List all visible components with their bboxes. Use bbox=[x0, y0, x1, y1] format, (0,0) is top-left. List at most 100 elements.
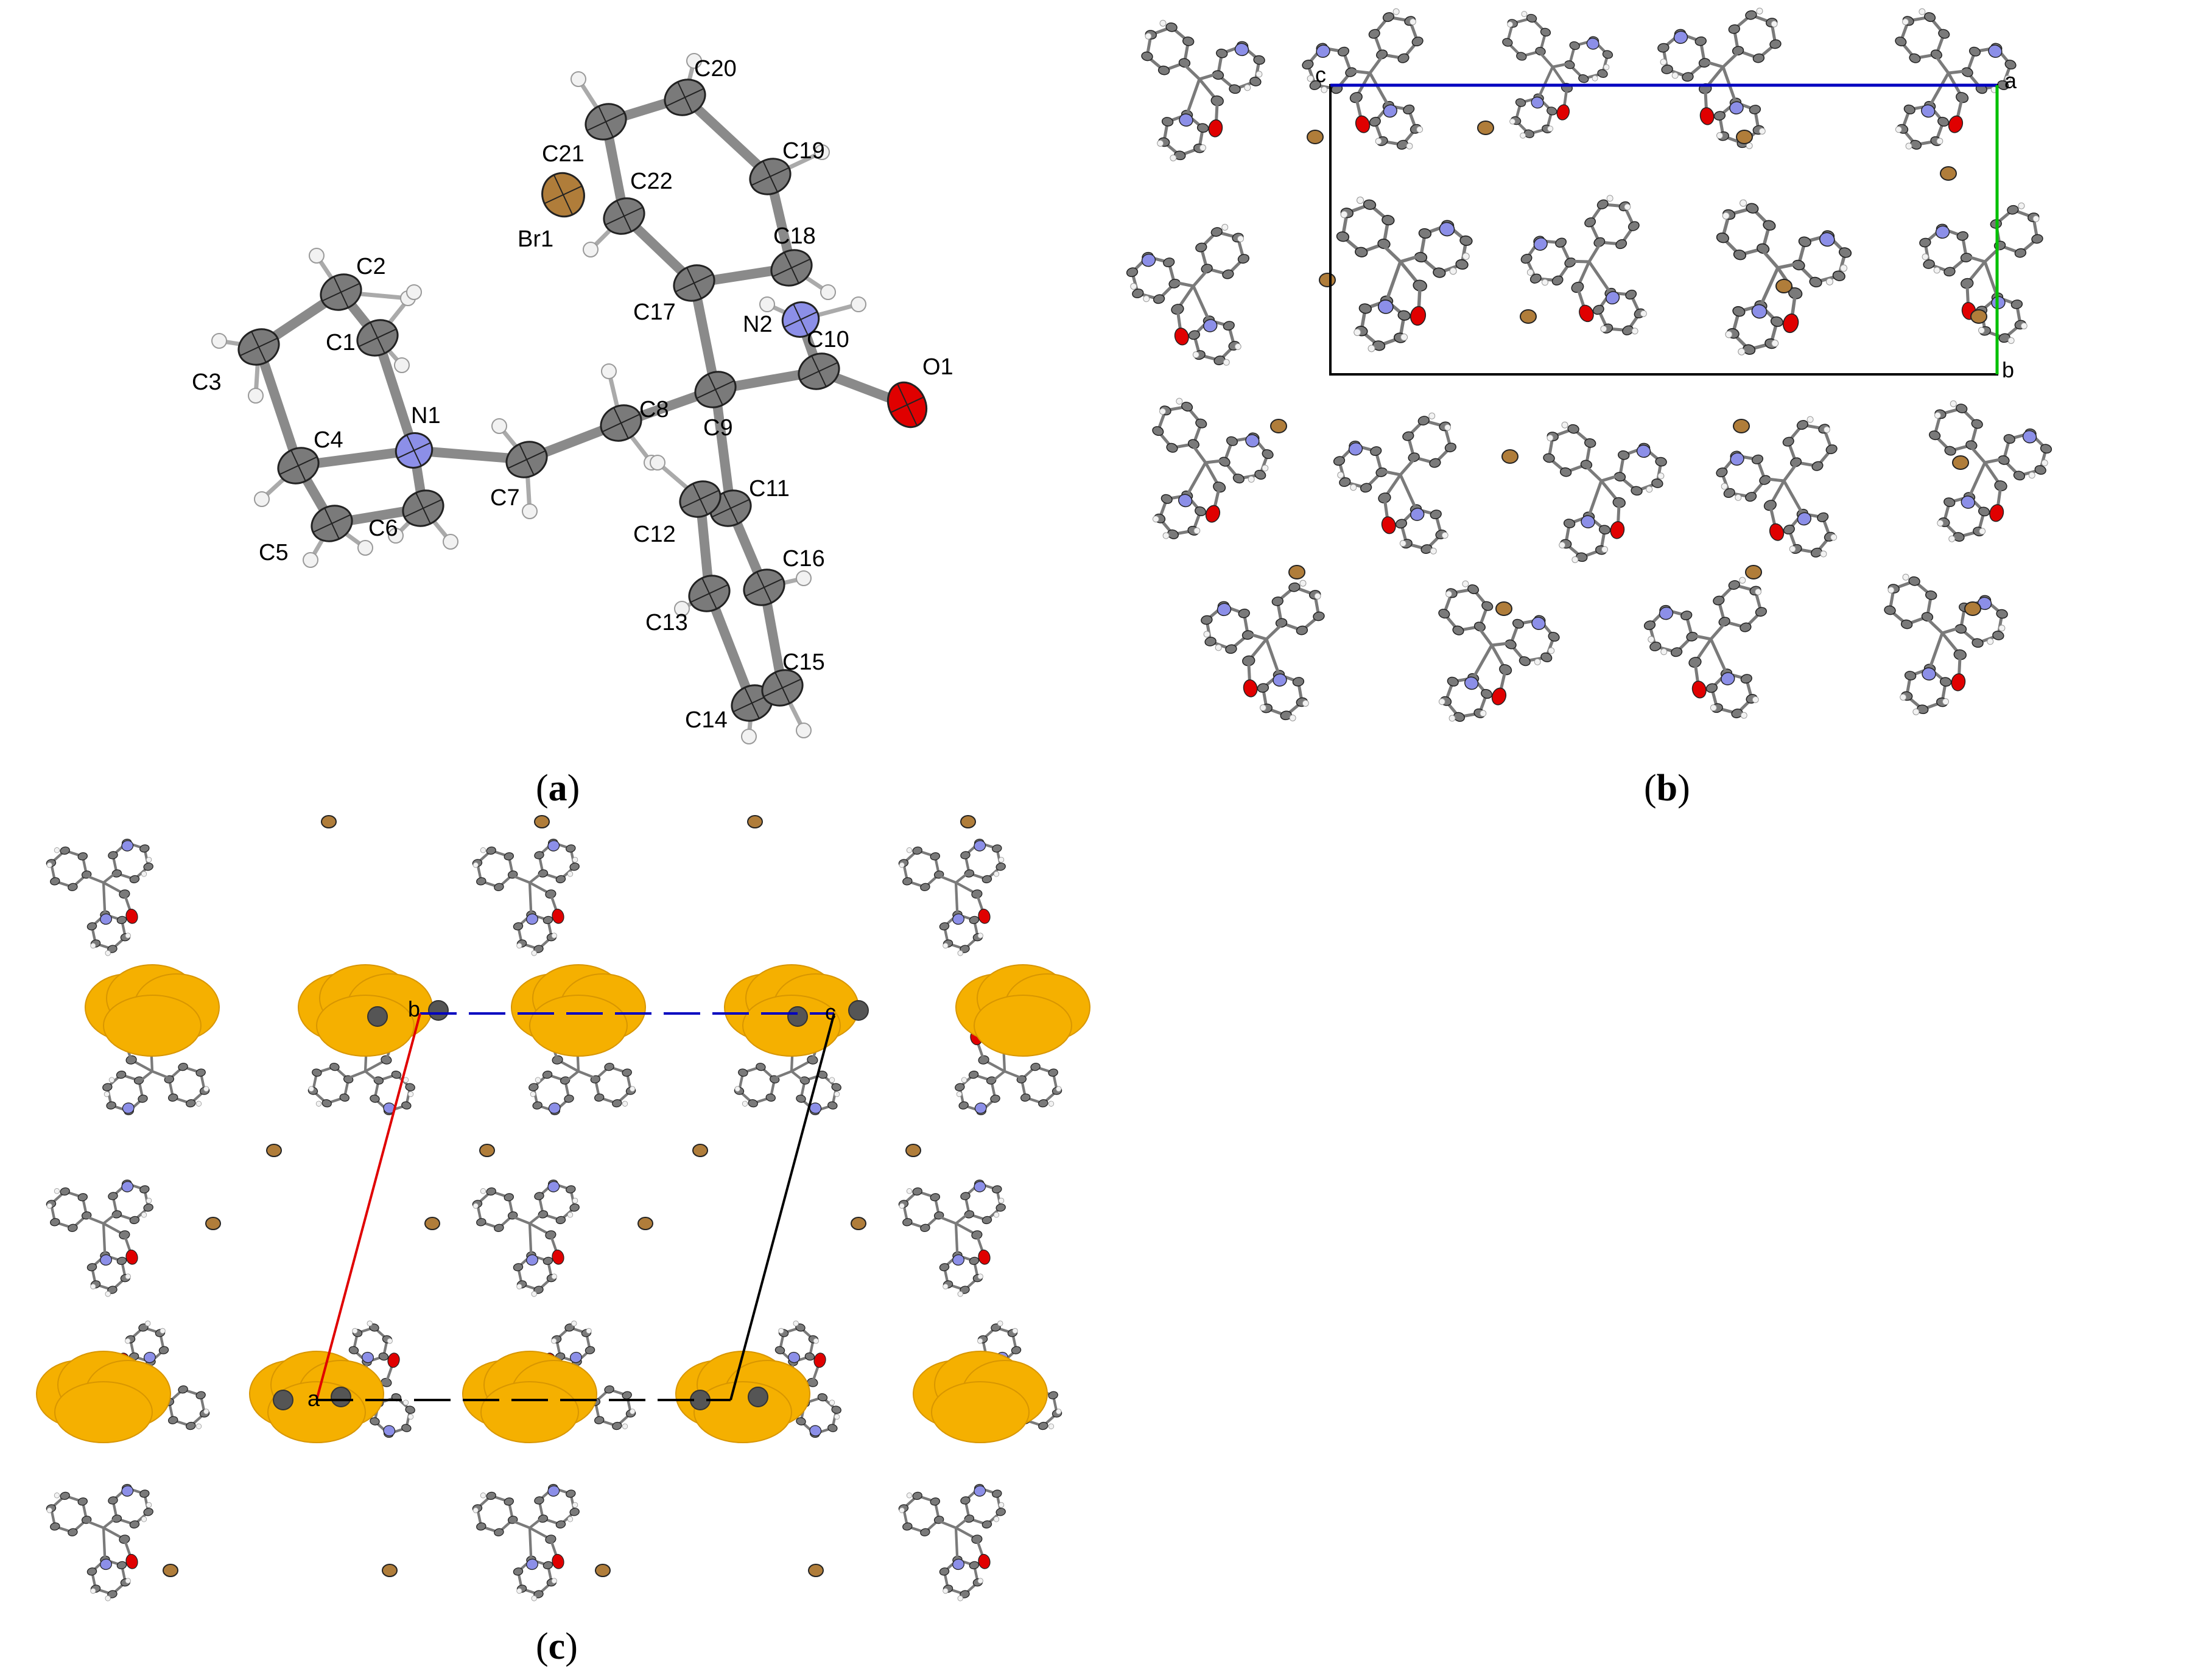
carbon-atom bbox=[1723, 488, 1735, 498]
carbon-atom bbox=[116, 1256, 127, 1265]
carbon-atom bbox=[195, 1068, 206, 1077]
carbon-atom bbox=[968, 1070, 979, 1079]
carbon-atom bbox=[1904, 671, 1917, 681]
atom-ellipsoid bbox=[749, 158, 792, 195]
bond-stick bbox=[373, 333, 419, 455]
hydrogen-atom bbox=[1152, 516, 1159, 523]
bromide-ion bbox=[960, 815, 976, 828]
bond-stick bbox=[578, 1070, 597, 1080]
nitrogen-atom bbox=[1922, 667, 1936, 681]
carbon-atom bbox=[77, 1497, 88, 1506]
hydrogen-atom bbox=[531, 950, 537, 956]
bond-stick bbox=[1199, 72, 1220, 81]
carbon-atom bbox=[533, 1590, 544, 1598]
hydrogen-atom bbox=[1234, 343, 1241, 350]
unit-cell-axis-red bbox=[315, 1013, 421, 1401]
carbon-atom bbox=[622, 1391, 632, 1399]
bond-stick bbox=[704, 589, 757, 708]
hydrogen-atom bbox=[1820, 550, 1827, 558]
carbon-atom bbox=[1397, 53, 1410, 63]
carbon-atom bbox=[1919, 237, 1931, 248]
carbon-atom bbox=[1567, 424, 1579, 434]
bond-stick bbox=[1552, 61, 1571, 69]
atom-ellipsoid bbox=[798, 352, 840, 390]
carbon-atom bbox=[1953, 532, 1965, 542]
carbon-atom bbox=[920, 1223, 930, 1232]
hydrogen-atom bbox=[1934, 411, 1941, 419]
hydrogen-atom bbox=[571, 71, 586, 87]
atom-label: C4 bbox=[314, 427, 343, 453]
carbon-atom bbox=[77, 852, 88, 861]
hydrogen-atom bbox=[472, 1203, 479, 1209]
void-channel-marker bbox=[331, 1387, 351, 1407]
carbon-atom bbox=[139, 1185, 150, 1194]
ellipsoid-principal-axis bbox=[251, 331, 267, 363]
carbon-atom bbox=[1444, 443, 1457, 453]
carbon-atom bbox=[960, 1590, 970, 1598]
bond-stick bbox=[1722, 51, 1740, 68]
hydrogen-atom bbox=[583, 242, 599, 257]
carbon-atom bbox=[1257, 683, 1269, 693]
carbon-atom bbox=[1210, 227, 1223, 237]
ellipsoid-principal-axis bbox=[677, 82, 693, 113]
atom-label: O1 bbox=[922, 354, 953, 380]
carbon-atom bbox=[102, 1083, 113, 1091]
bond-stick bbox=[938, 1215, 957, 1225]
nitrogen-atom bbox=[1203, 319, 1218, 332]
chain-bond bbox=[102, 1527, 107, 1559]
hydrogen-atom bbox=[1255, 71, 1263, 78]
carbon-atom bbox=[1336, 231, 1350, 242]
bond-stick bbox=[1760, 248, 1780, 269]
hydrogen-atom bbox=[1758, 127, 1766, 135]
carbon-atom bbox=[167, 1093, 178, 1102]
ellipsoid-principal-axis bbox=[370, 322, 385, 354]
carbon-atom bbox=[564, 1323, 575, 1332]
carbon-atom bbox=[158, 1346, 169, 1354]
packed-molecule bbox=[1438, 580, 1560, 722]
carbon-atom bbox=[1296, 625, 1308, 635]
carbon-atom bbox=[1048, 1391, 1058, 1399]
carbon-atom bbox=[1520, 253, 1533, 264]
nitrogen-atom bbox=[1673, 30, 1688, 44]
chain-bond bbox=[954, 1223, 959, 1255]
nitrogen-atom bbox=[1729, 101, 1744, 114]
hydrogen-atom bbox=[2028, 472, 2035, 479]
oxygen-atom bbox=[1989, 504, 2004, 522]
hydrogen-atom bbox=[1905, 142, 1912, 150]
carbon-atom bbox=[1363, 199, 1377, 210]
carbon-atom bbox=[1368, 29, 1380, 39]
bond-stick bbox=[1584, 464, 1603, 482]
carbon-atom bbox=[504, 852, 514, 861]
carbon-atom bbox=[68, 1223, 78, 1232]
ellipsoid-principal-axis bbox=[692, 483, 708, 515]
hydrogen-atom bbox=[1752, 696, 1759, 703]
bromide-ion bbox=[692, 1144, 708, 1157]
hydrogen-atom bbox=[1203, 631, 1210, 638]
nitrogen-atom bbox=[1439, 222, 1455, 237]
carbon-atom bbox=[990, 1094, 1000, 1103]
hydrogen-atom bbox=[2041, 459, 2048, 466]
carbon-atom bbox=[1204, 637, 1217, 646]
carbon-atom bbox=[1418, 228, 1432, 239]
carbon-atom bbox=[116, 915, 127, 925]
hydrogen-atom bbox=[630, 1409, 636, 1415]
carbon-atom bbox=[1615, 239, 1627, 250]
carbon-atom bbox=[1452, 625, 1464, 635]
carbon-atom bbox=[566, 1185, 576, 1194]
carbon-atom bbox=[594, 1093, 605, 1102]
carbon-atom bbox=[1152, 426, 1164, 436]
carbon-atom bbox=[329, 1063, 340, 1071]
bond-stick bbox=[1782, 462, 1799, 482]
carbon-atom bbox=[748, 1099, 758, 1108]
hydrogen-atom bbox=[522, 503, 538, 519]
carbon-atom bbox=[1262, 449, 1274, 460]
bromide-ion bbox=[905, 1144, 921, 1157]
carbon-atom bbox=[186, 1421, 196, 1430]
nitrogen-atom bbox=[1141, 253, 1156, 267]
carbon-atom bbox=[939, 1567, 950, 1576]
hydrogen-atom bbox=[1601, 546, 1609, 553]
carbon-atom bbox=[1917, 704, 1929, 715]
carbon-atom bbox=[1526, 13, 1537, 23]
hydrogen-atom bbox=[1356, 196, 1364, 205]
void-lobe bbox=[974, 995, 1072, 1057]
